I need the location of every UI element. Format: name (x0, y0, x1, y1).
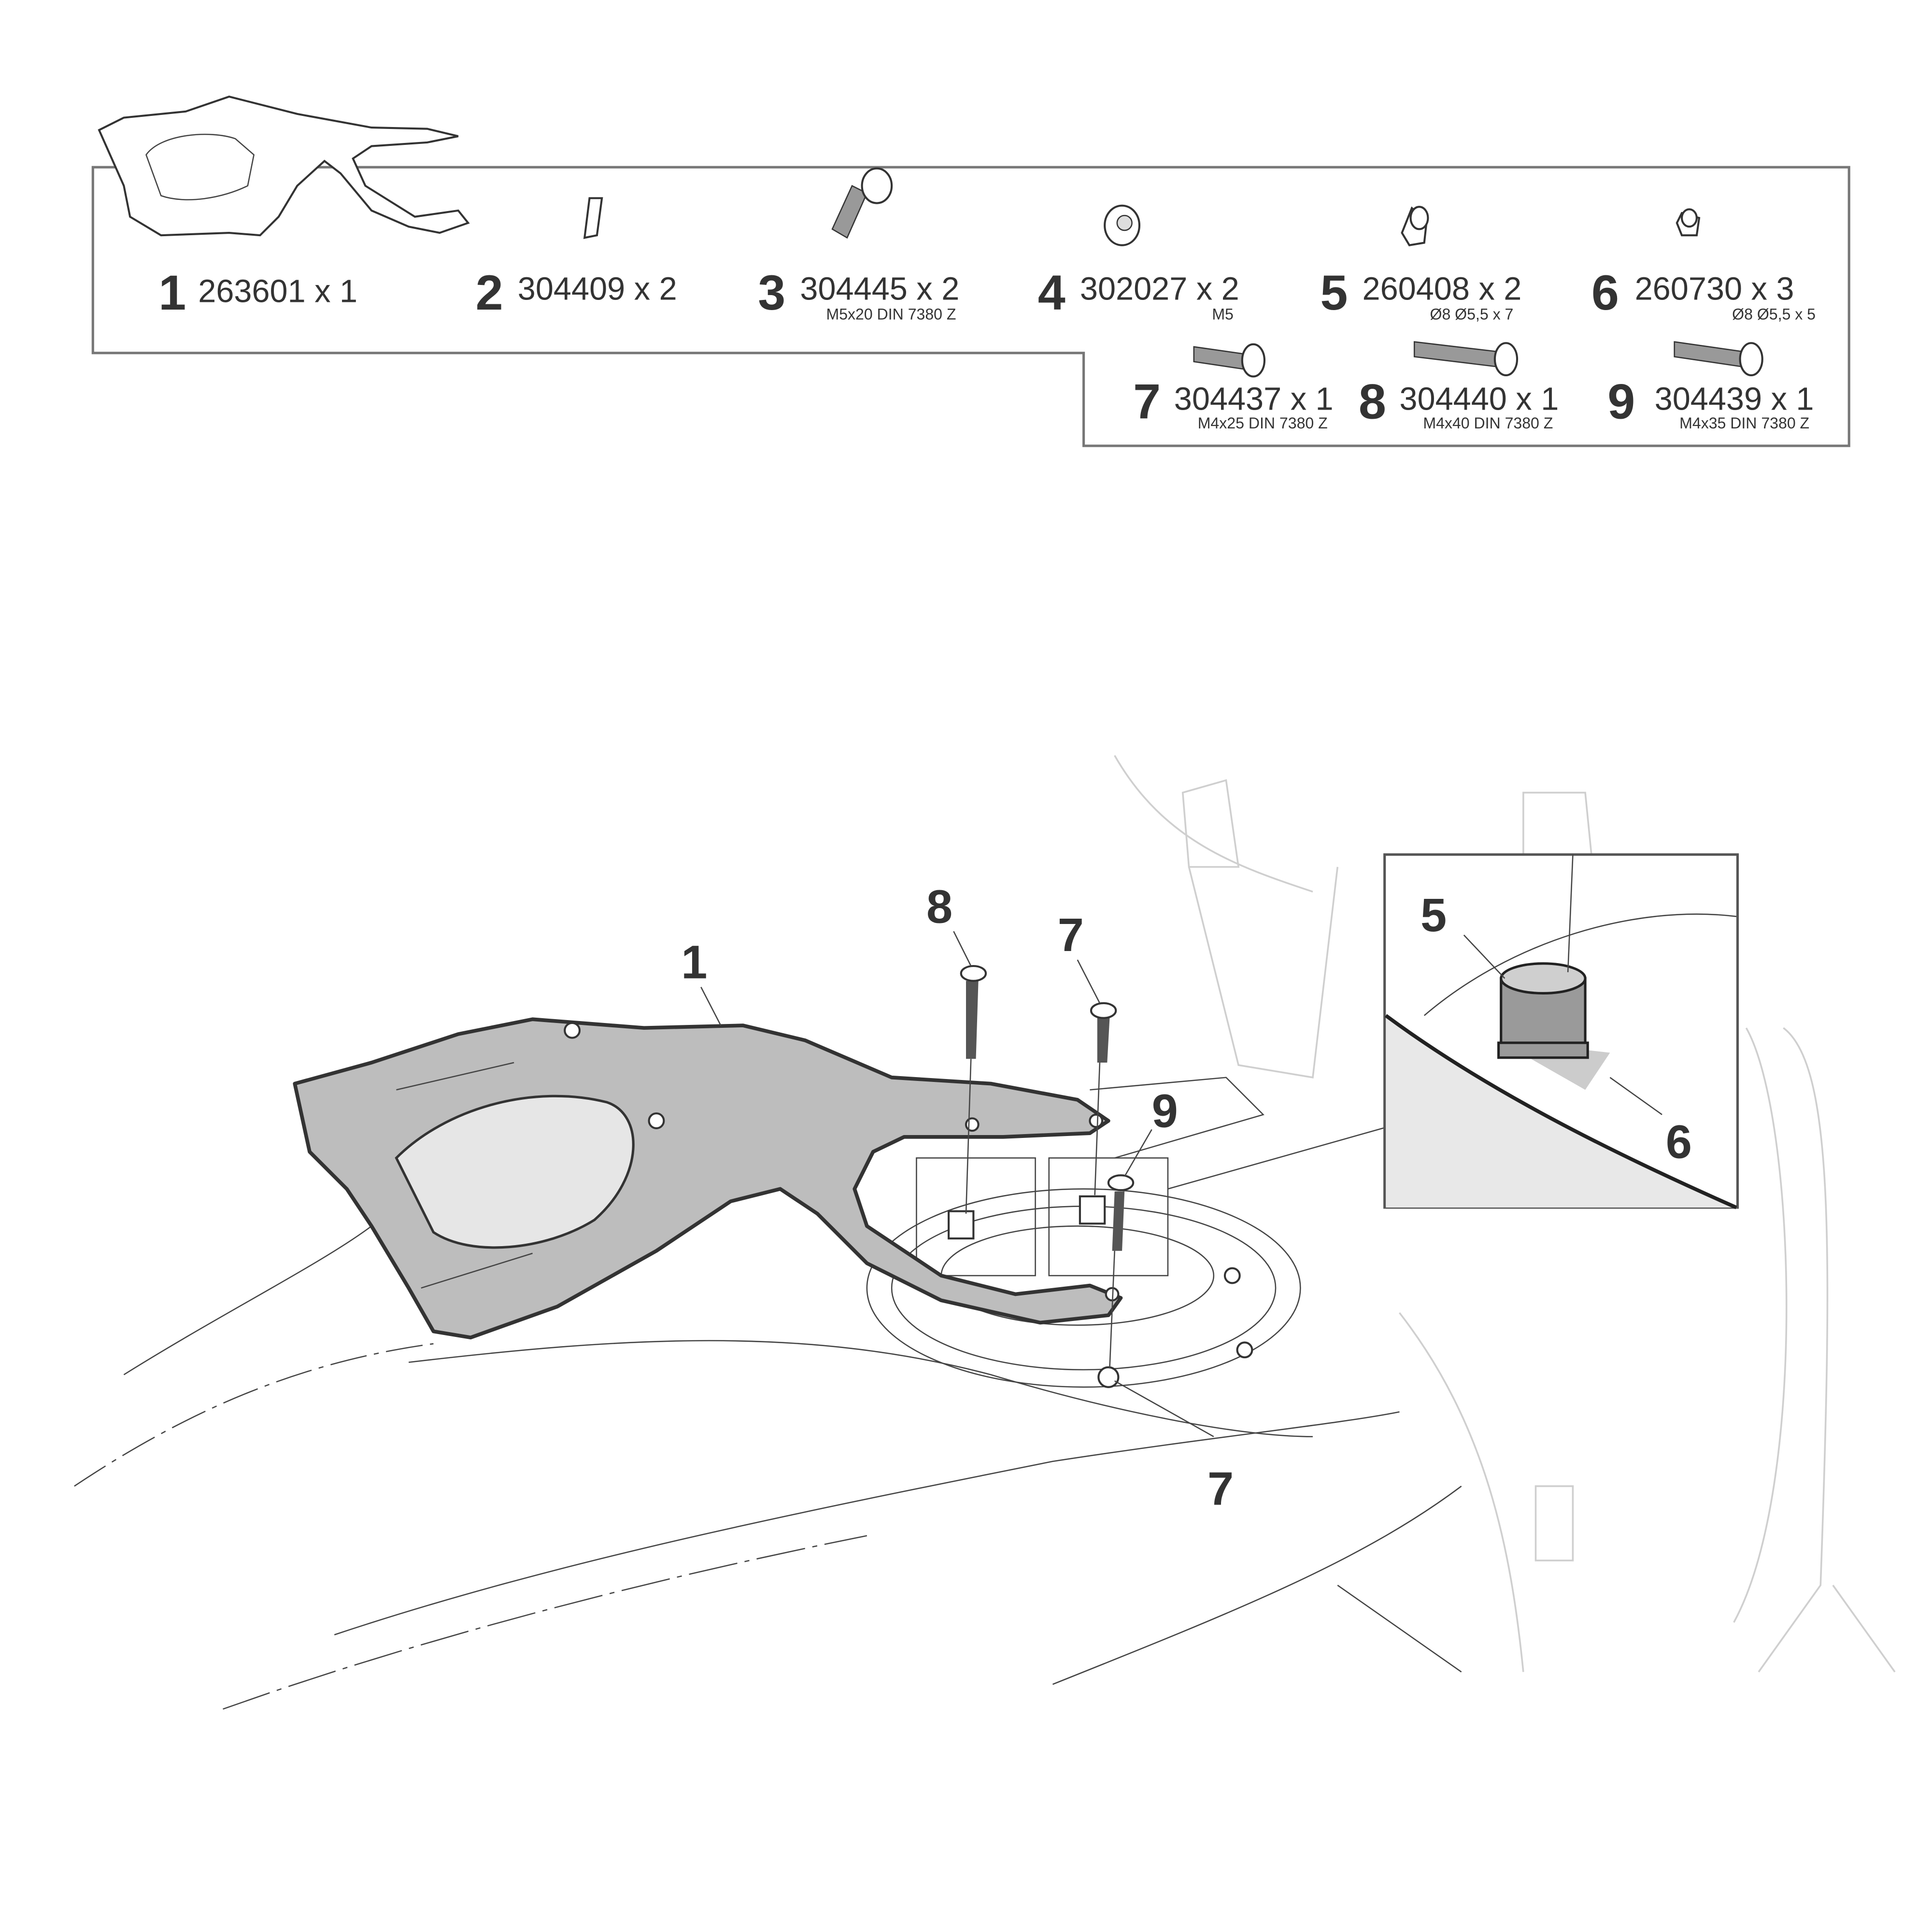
part-index: 2 (476, 265, 503, 320)
part-code: 302027 x 2 (1080, 271, 1239, 307)
part-6-spacer-icon (1676, 208, 1701, 237)
part-index: 7 (1133, 374, 1161, 429)
tank-ring-bracket (293, 1017, 1123, 1340)
parts-list-item-7: 7 304437 x 1 M4x25 DIN 7380 Z (1133, 374, 1333, 432)
bolt-7 (1090, 1002, 1117, 1195)
part-index: 9 (1607, 374, 1635, 429)
callout-9: 9 (1152, 1084, 1178, 1137)
parts-list-item-2: 2 304409 x 2 (476, 265, 677, 320)
inset-callout-5: 5 (1421, 889, 1447, 941)
bolt-8 (960, 965, 987, 1214)
part-index: 6 (1591, 265, 1619, 320)
part-index: 8 (1359, 374, 1386, 429)
parts-list-item-6: 6 260730 x 3 Ø8 Ø5,5 x 5 (1591, 265, 1816, 323)
part-code: 304445 x 2 (800, 271, 959, 307)
part-4-nut-icon (1104, 204, 1141, 246)
part-5-spacer-icon (1401, 206, 1429, 246)
bolt-9 (1107, 1174, 1135, 1369)
inset-callout-6: 6 (1666, 1115, 1692, 1168)
part-9-bolt-icon (1674, 341, 1763, 376)
parts-list-item-9: 9 304439 x 1 M4x35 DIN 7380 Z (1607, 374, 1814, 432)
inset-detail: 5 6 (1383, 853, 1739, 1209)
parts-list-item-3: 3 304445 x 2 M5x20 DIN 7380 Z (758, 265, 959, 323)
parts-list-item-1: 1 263601 x 1 (158, 265, 357, 320)
spacer-on-tank (948, 1195, 1106, 1240)
part-index: 5 (1320, 265, 1348, 320)
callout-7-bottom: 7 (1208, 1462, 1234, 1515)
part-spec: M4x40 DIN 7380 Z (1423, 414, 1553, 432)
part-3-bolt-icon (831, 167, 893, 239)
detail-frame-left (916, 1157, 1036, 1277)
part-1-bracket-thumbnail (98, 95, 470, 237)
part-code: 304437 x 1 (1174, 382, 1334, 417)
part-code: 260730 x 3 (1635, 271, 1794, 307)
part-code: 263601 x 1 (198, 274, 357, 310)
parts-list-item-5: 5 260408 x 2 Ø8 Ø5,5 x 7 (1320, 265, 1521, 323)
callout-7-top: 7 (1058, 909, 1084, 961)
motorcycle-tank-background (74, 755, 1896, 1710)
part-index: 3 (758, 265, 785, 320)
part-2-screw-icon (583, 197, 603, 239)
part-code: 260408 x 2 (1363, 271, 1522, 307)
part-code: 304409 x 2 (518, 271, 677, 307)
part-code: 304439 x 1 (1655, 382, 1814, 417)
part-code: 304440 x 1 (1399, 382, 1559, 417)
callout-1: 1 (681, 936, 707, 989)
part-8-bolt-icon (1413, 341, 1519, 376)
part-spec: Ø8 Ø5,5 x 7 (1430, 306, 1514, 323)
part-index: 1 (158, 265, 186, 320)
inset-leader (1167, 1126, 1388, 1190)
parts-list-item-4: 4 302027 x 2 M5 (1038, 265, 1239, 323)
callout-8: 8 (926, 880, 952, 933)
parts-list-item-8: 8 304440 x 1 M4x40 DIN 7380 Z (1359, 374, 1559, 432)
part-spec: M5x20 DIN 7380 Z (826, 306, 956, 323)
detail-frame-right (1048, 1157, 1169, 1277)
part-spec: M4x25 DIN 7380 Z (1198, 414, 1328, 432)
part-7-bolt-icon (1193, 343, 1265, 378)
part-spec: M5 (1212, 306, 1234, 323)
part-spec: Ø8 Ø5,5 x 5 (1732, 306, 1816, 323)
part-index: 4 (1038, 265, 1065, 320)
part-spec: M4x35 DIN 7380 Z (1679, 414, 1809, 432)
